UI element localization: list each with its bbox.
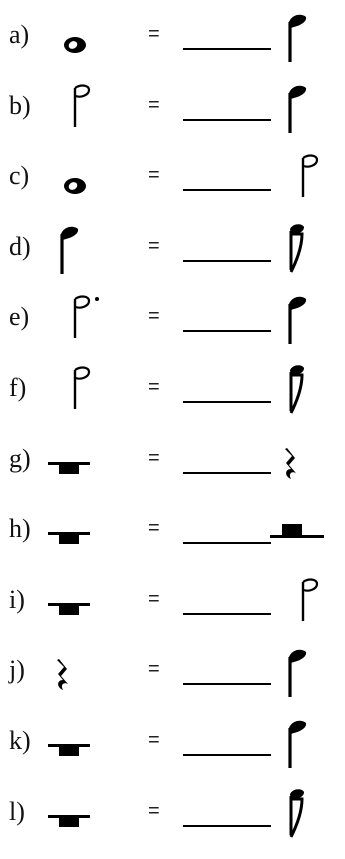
row-label: d) [9,231,31,261]
right-symbol [270,290,340,350]
quarter-note-icon [288,14,307,62]
exercise-row: l) = [0,785,345,845]
whole-note-icon [64,178,86,195]
row-label: e) [9,302,30,332]
row-label: a) [9,20,30,49]
answer-blank[interactable] [183,754,271,756]
equals-sign: = [148,729,160,751]
equals-sign: = [148,446,160,469]
answer-blank[interactable] [183,401,271,403]
left-symbol [42,785,112,845]
right-symbol [270,220,340,280]
row-label: l) [9,796,25,826]
equals-sign: = [148,587,160,610]
left-symbol [42,8,112,68]
left-symbol [42,432,112,492]
half-rest-icon [270,524,324,539]
quarter-note-icon [60,226,79,274]
left-symbol [42,573,112,633]
answer-blank[interactable] [183,612,271,615]
right-symbol [270,361,340,421]
left-symbol [42,643,112,703]
equals-sign: = [148,234,160,257]
left-symbol [42,79,112,139]
left-symbol [42,361,112,421]
answer-blank[interactable] [183,542,271,545]
exercise-row: k) = [0,714,345,774]
right-symbol [270,714,340,774]
row-label: g) [9,443,31,473]
quarter-rest-icon [57,659,68,691]
row-label: f) [9,373,27,402]
whole-rest-icon [48,461,90,474]
whole-rest-icon [48,744,90,756]
equals-sign: = [148,23,160,45]
right-symbol [270,573,340,633]
right-symbol [270,785,340,845]
eighth-note-icon [289,224,304,273]
half-note-icon [301,578,319,621]
quarter-note-icon [288,650,307,698]
row-label: k) [9,726,31,755]
equals-sign: = [148,376,160,398]
whole-rest-icon [48,532,90,545]
right-symbol [270,432,340,492]
exercise-row: i) = [0,573,345,633]
answer-blank[interactable] [183,330,271,333]
whole-rest-icon [48,814,90,827]
row-label: b) [9,90,31,120]
equals-sign: = [148,93,160,116]
equals-sign: = [148,658,160,681]
left-symbol [42,290,112,350]
answer-blank[interactable] [183,118,271,121]
exercise-row: d) = [0,220,345,280]
left-symbol [42,149,112,209]
equals-sign: = [148,164,160,187]
exercise-row: g) = [0,432,345,492]
row-label: c) [9,161,30,191]
quarter-rest-icon [285,447,296,479]
left-symbol [42,220,112,280]
dotted-half-note-icon [73,295,99,339]
answer-blank[interactable] [183,471,271,474]
exercise-row: c) = [0,149,345,209]
exercise-row: j) = [0,643,345,703]
eighth-note-icon [289,788,304,838]
right-symbol [270,502,340,562]
exercise-row: h) = [0,502,345,562]
answer-blank[interactable] [183,259,271,262]
row-label: j) [9,655,25,685]
right-symbol [270,643,340,703]
row-label: i) [9,584,25,614]
half-note-icon [73,366,91,409]
equals-sign: = [148,799,160,822]
half-note-icon [73,84,91,127]
whole-rest-icon [48,602,90,615]
quarter-note-icon [288,85,307,133]
right-symbol [270,8,340,68]
exercise-row: f) = [0,361,345,421]
exercise-row: a) = [0,8,345,68]
whole-note-icon [64,37,86,53]
left-symbol [42,502,112,562]
quarter-note-icon [288,297,307,345]
answer-blank[interactable] [183,824,271,827]
left-symbol [42,714,112,774]
answer-blank[interactable] [183,48,271,50]
equals-sign: = [148,305,160,328]
answer-blank[interactable] [183,189,271,192]
exercise-row: b) = [0,79,345,139]
eighth-note-icon [289,365,304,414]
right-symbol [270,149,340,209]
quarter-note-icon [288,720,307,768]
right-symbol [270,79,340,139]
equals-sign: = [148,517,160,540]
row-label: h) [9,514,31,544]
half-note-icon [301,154,319,198]
answer-blank[interactable] [183,683,271,686]
exercise-row: e) = [0,290,345,350]
